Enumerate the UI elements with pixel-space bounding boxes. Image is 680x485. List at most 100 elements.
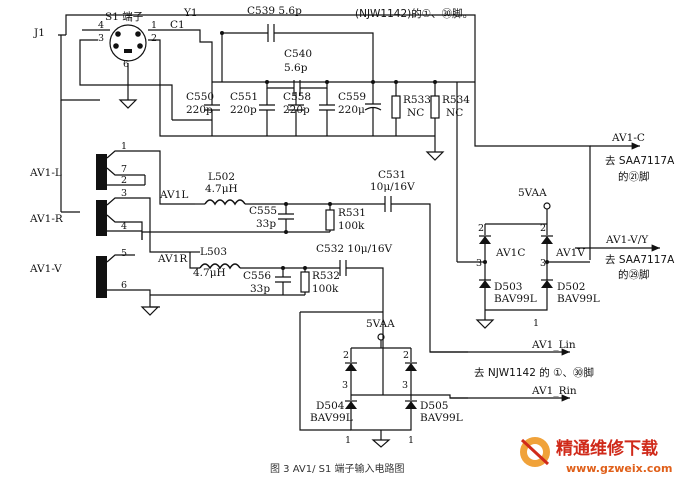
c556-label: C556: [243, 270, 271, 282]
r532-value: 100k: [312, 283, 339, 295]
cap-bank: [159, 82, 445, 161]
output-avc-label: AV1-C: [611, 132, 645, 144]
c551-value: 220p: [230, 104, 257, 116]
output-avvy-label: AV1-V/Y: [605, 234, 649, 246]
d504-label: D504: [316, 400, 345, 412]
r531-label: R531: [338, 207, 366, 219]
jack-l-icon: [96, 154, 107, 190]
junction-dot: [284, 230, 288, 234]
junction-dot: [281, 266, 285, 270]
ground-icon: [425, 151, 445, 161]
s1-pin-icon: [115, 31, 121, 37]
s1-pin-icon: [113, 43, 119, 49]
c550-value: 220p: [186, 104, 213, 116]
pin-label: 2: [403, 350, 409, 361]
figure-caption: 图 3 AV1/ S1 端子输入电路图: [270, 462, 405, 475]
jack-v-icon: [96, 256, 107, 298]
jack-avv-label: AV1-V: [29, 263, 62, 275]
watermark-logo-icon: [520, 438, 550, 466]
output-avc-pin: 的㉑脚: [618, 170, 650, 183]
jack-pin-label: 4: [121, 221, 127, 232]
ground-icon: [140, 306, 160, 316]
c558-value: 220p: [283, 104, 310, 116]
r534-label: R534: [442, 94, 470, 106]
pin-label: 2: [343, 350, 349, 361]
l503-value: 4.7μH: [193, 267, 226, 279]
diode-icon: [405, 401, 417, 409]
ground-icon: [475, 319, 495, 329]
ground-icon: [371, 439, 391, 448]
right-channel-filter: [150, 251, 384, 395]
s1-pin-label: 6: [123, 59, 129, 70]
junction-dot: [303, 266, 307, 270]
aviv-label: AV1V: [555, 247, 585, 259]
pin-label: 3: [476, 258, 482, 269]
junction-dot: [284, 202, 288, 206]
watermark-url: www.gzweix.com: [566, 462, 672, 475]
jack-pin-label: 7: [121, 164, 127, 175]
d505-label: D505: [420, 400, 448, 412]
left-channel-filter: [141, 196, 468, 353]
d502-part: BAV99L: [557, 293, 600, 305]
diode-icon: [479, 236, 491, 244]
d504-part: BAV99L: [310, 412, 353, 424]
s1-pin-label: 2: [151, 33, 157, 44]
c550-label: C550: [186, 91, 214, 103]
diode-icon: [405, 363, 417, 371]
c555-label: C555: [249, 205, 277, 217]
resistor-r532-icon: [300, 271, 310, 293]
output-avc-dest: 去 SAA7117A: [605, 155, 675, 167]
diode-icon: [345, 401, 357, 409]
s1-pin-label: 4: [98, 20, 104, 31]
c551-label: C551: [230, 91, 258, 103]
s1-connector: S1 端子 4 3 1 2 6 J1 Y1 C1: [33, 7, 198, 70]
c539-label: C539 5.6p: [247, 5, 302, 17]
s1-pin-label: 3: [98, 33, 104, 44]
junction-dot: [328, 202, 332, 206]
jack-pin-label: 3: [121, 188, 127, 199]
avic-label: AV1C: [495, 247, 525, 259]
s1-connector-label: S1 端子: [105, 10, 143, 23]
pin-label: 2: [478, 223, 484, 234]
watermark: 精通维修下载 www.gzweix.com: [520, 437, 672, 475]
y1-label: Y1: [183, 7, 198, 19]
jack-avr-label: AV1-R: [29, 213, 64, 225]
output-rin-label: AV1_Rin: [531, 385, 577, 397]
diode-icon: [541, 236, 553, 244]
jack-pin-label: 6: [121, 280, 127, 291]
j1-label: J1: [33, 27, 45, 39]
s1-pin-icon: [137, 43, 143, 49]
c559-label: C559: [338, 91, 366, 103]
c540-value: 5.6p: [284, 62, 308, 74]
pin-label: 3: [402, 380, 408, 391]
s1-pin-icon: [135, 31, 141, 37]
c555-value: 33p: [256, 218, 276, 230]
c539-symbol: [222, 24, 374, 82]
junction-dot: [545, 260, 549, 264]
c556-value: 33p: [250, 283, 270, 295]
jack-avl-label: AV1-L: [29, 167, 62, 179]
output-lin-label: AV1_Lin: [531, 339, 576, 351]
c1-label: C1: [170, 19, 185, 31]
diode-pair-bottom: 5VAA: [299, 311, 468, 448]
c531-label: C531: [378, 169, 406, 181]
r533-value: NC: [407, 107, 424, 119]
junction-dot: [483, 260, 487, 264]
inductor-l503-icon: [199, 263, 241, 270]
output-avvy-dest: 去 SAA7117A: [605, 254, 675, 266]
c532-label: C532 10μ/16V: [316, 243, 392, 255]
jack-pin-label: 5: [121, 248, 127, 259]
l503-label: L503: [200, 246, 227, 258]
s1-key-icon: [124, 49, 132, 53]
diode-icon: [479, 280, 491, 288]
pin-label: 1: [408, 435, 414, 446]
jack-r-icon: [96, 200, 107, 236]
c559-value: 220μ: [338, 104, 365, 116]
junction-dot: [325, 80, 329, 84]
d502-label: D502: [557, 281, 585, 293]
jack-pin-label: 2: [121, 175, 127, 186]
diode-icon: [541, 280, 553, 288]
pin-label: 1: [345, 435, 351, 446]
output-njw-dest: 去 NJW1142 的 ①、㉚脚: [474, 366, 594, 379]
